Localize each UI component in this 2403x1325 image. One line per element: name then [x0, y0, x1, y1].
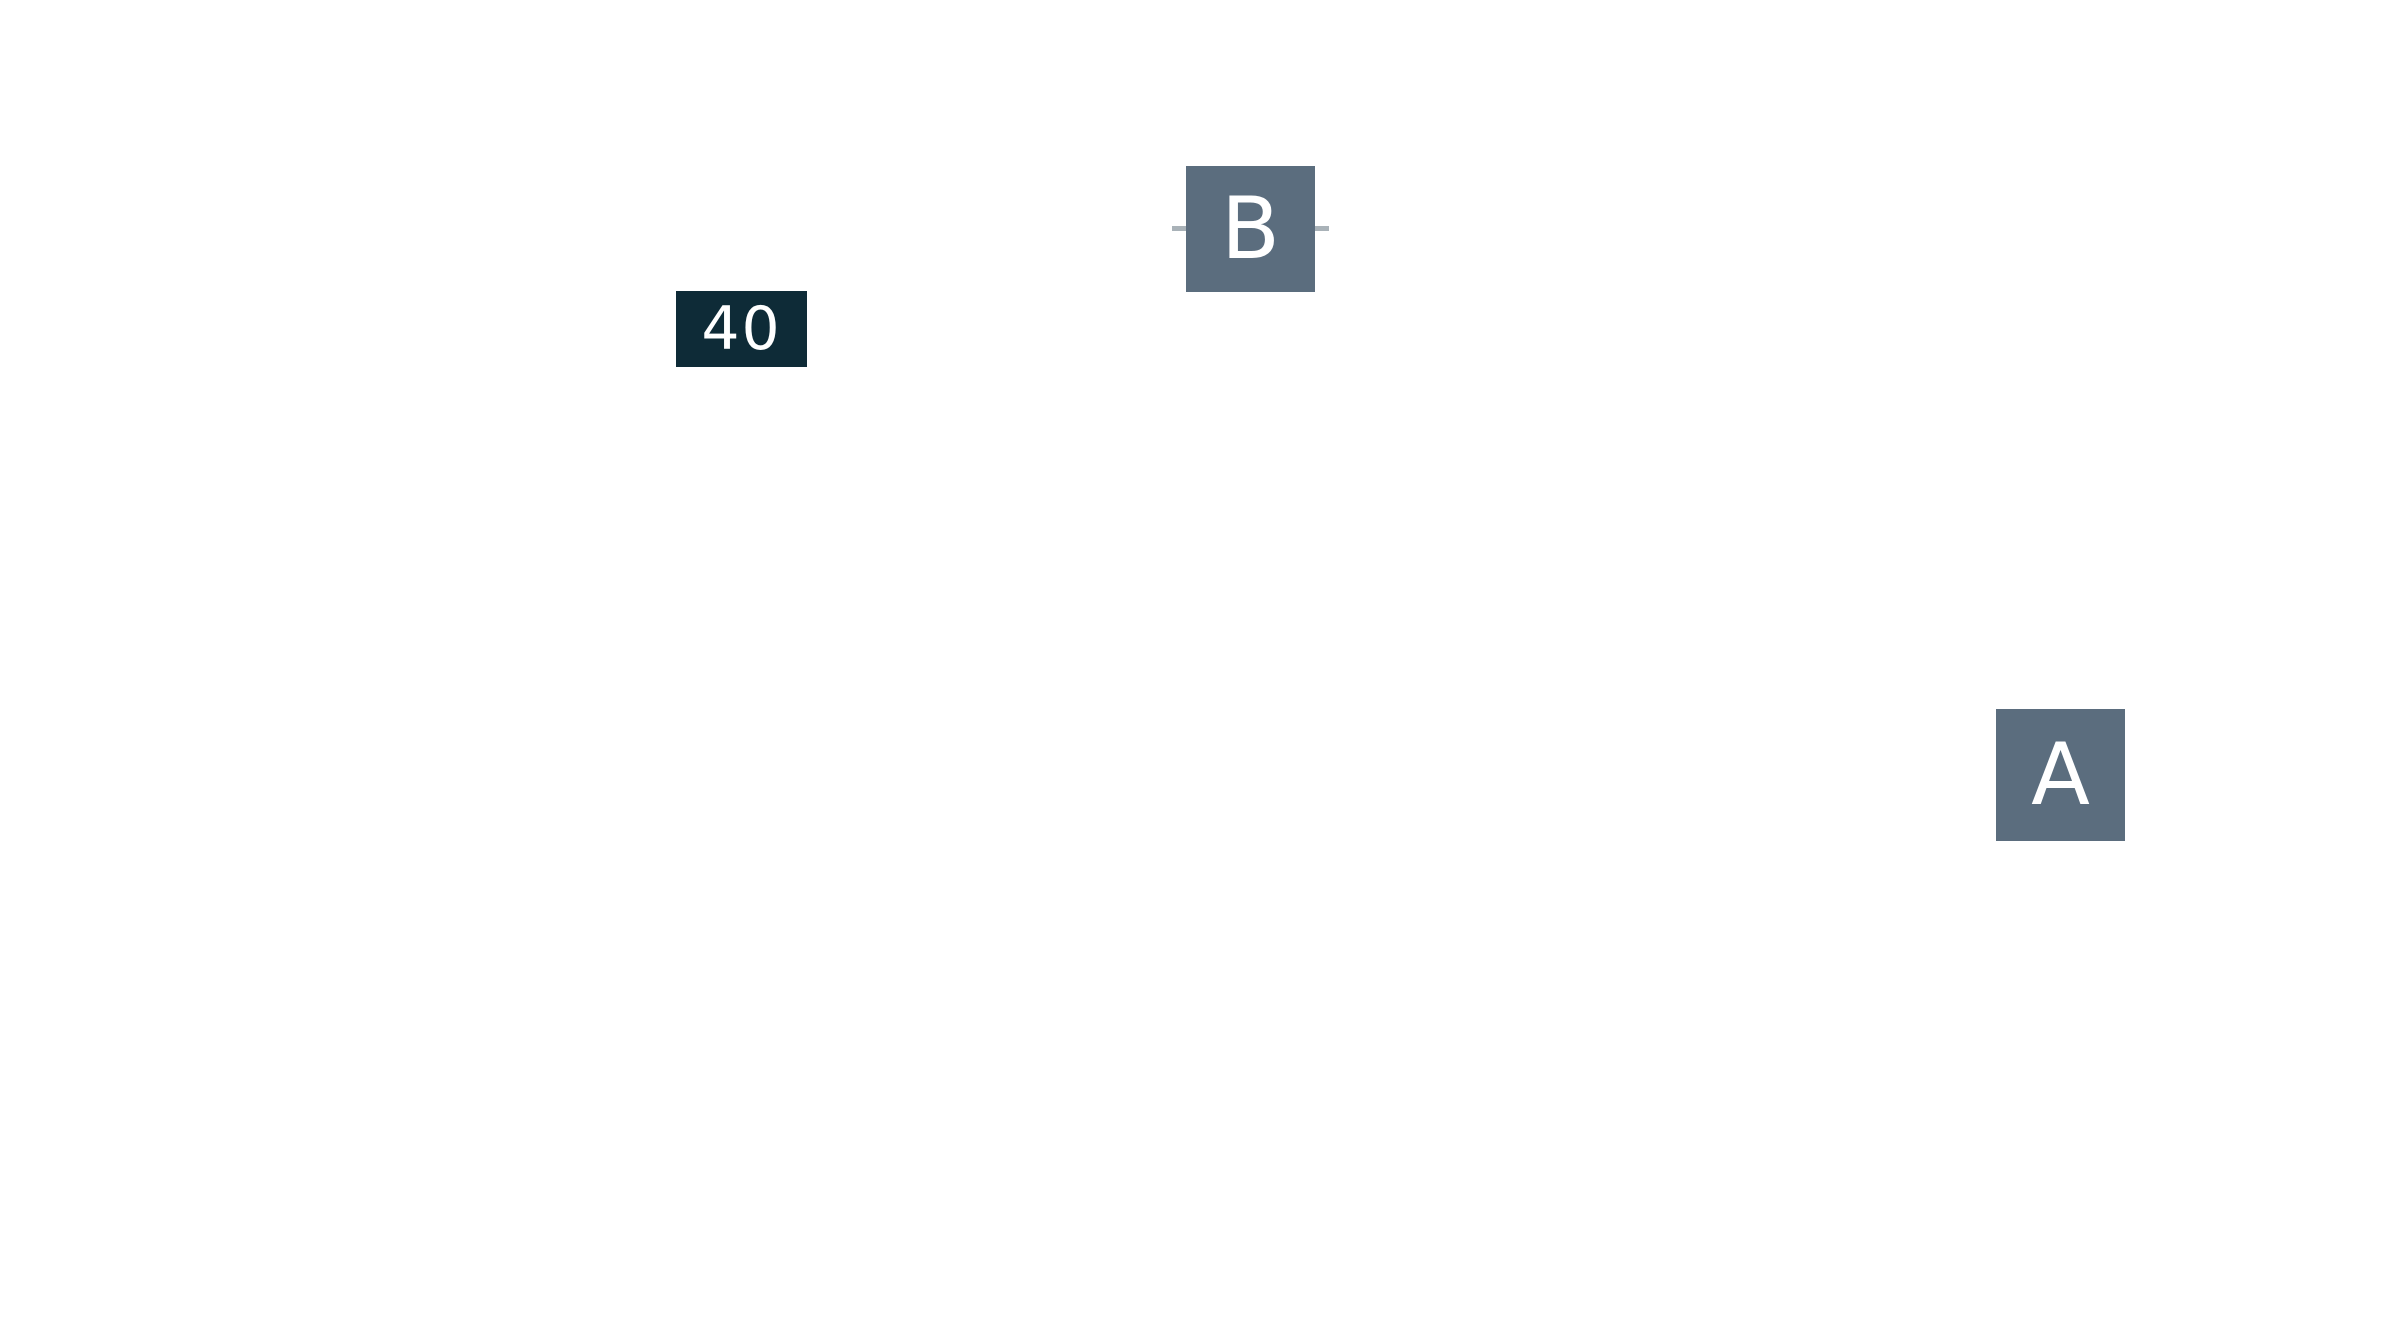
edge-weight-label: 40 [676, 291, 807, 367]
node-b[interactable]: B [1186, 166, 1315, 292]
edge-weight-value: 40 [701, 294, 782, 364]
edge-stub-left [1172, 226, 1186, 231]
node-b-label: B [1221, 179, 1280, 279]
node-a[interactable]: A [1996, 709, 2125, 841]
edge-stub-right [1315, 226, 1329, 231]
node-a-label: A [2031, 725, 2090, 825]
